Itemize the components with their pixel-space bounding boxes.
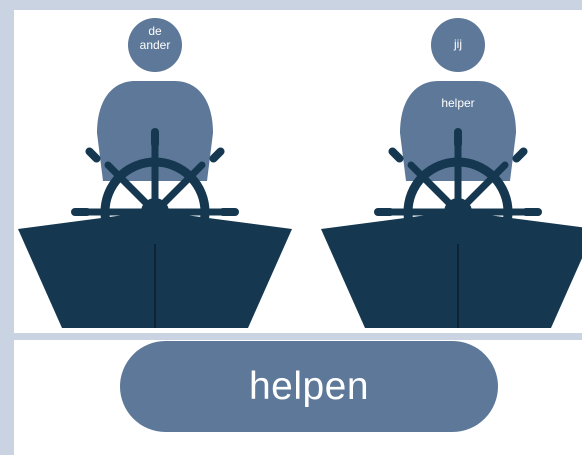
helpen-button[interactable]: helpen [120, 341, 498, 432]
person-head-icon [431, 18, 485, 72]
boat-icon [17, 210, 293, 329]
person-head-icon [128, 18, 182, 72]
head-label-line2: ander [139, 38, 171, 52]
head-label-line1: jij [454, 37, 462, 51]
divider [14, 333, 582, 340]
head-label-jij: jij [428, 37, 488, 51]
figure-jij [320, 18, 582, 329]
body-label-helper: helper [441, 96, 475, 110]
head-label-line1: de [148, 24, 162, 38]
boat-icon [320, 210, 582, 329]
head-label-de-ander: de ander [125, 24, 185, 52]
figure-de-ander [17, 18, 293, 329]
boats-scene [17, 18, 582, 329]
